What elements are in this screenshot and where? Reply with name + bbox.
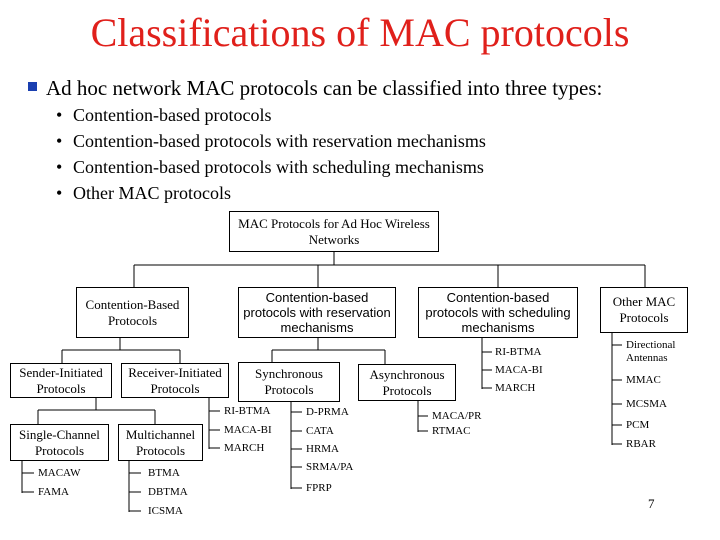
leaf-protocol: PCM bbox=[626, 419, 650, 431]
root-node: MAC Protocols for Ad Hoc Wireless Networ… bbox=[229, 211, 439, 252]
sender-initiated-node: Sender-Initiated Protocols bbox=[10, 363, 112, 398]
bullet-dot-icon: • bbox=[56, 183, 63, 203]
leaf-protocol: BTMA bbox=[148, 467, 180, 479]
scheduling-node: Contention-based protocols with scheduli… bbox=[418, 287, 578, 338]
leaf-protocol: MMAC bbox=[626, 374, 661, 386]
bullet-list: Ad hoc network MAC protocols can be clas… bbox=[28, 76, 708, 206]
leaf-protocol: DBTMA bbox=[148, 486, 188, 498]
bullet-dot-icon: • bbox=[56, 131, 63, 151]
leaf-protocol: MACA/PR bbox=[432, 410, 482, 422]
type-item: •Other MAC protocols bbox=[28, 180, 708, 206]
leaf-protocol: MACA-BI bbox=[224, 424, 272, 436]
synchronous-node: Synchronous Protocols bbox=[238, 362, 340, 402]
leaf-protocol: RBAR bbox=[626, 438, 656, 450]
type-item: •Contention-based protocols bbox=[28, 102, 708, 128]
page-number: 7 bbox=[648, 496, 655, 511]
bullet-dot-icon: • bbox=[56, 157, 63, 177]
intro-text: Ad hoc network MAC protocols can be clas… bbox=[46, 76, 603, 100]
type-item: •Contention-based protocols with schedul… bbox=[28, 154, 708, 180]
leaf-protocol: CATA bbox=[306, 425, 334, 437]
leaf-protocol: MCSMA bbox=[626, 398, 667, 410]
leaf-protocol: HRMA bbox=[306, 443, 340, 455]
bullet-dot-icon: • bbox=[56, 105, 63, 125]
leaf-protocol: MARCH bbox=[495, 382, 536, 394]
leaf-protocol: FAMA bbox=[38, 486, 69, 498]
leaf-protocol: SRMA/PA bbox=[306, 461, 354, 473]
other-node: Other MAC Protocols bbox=[600, 287, 688, 333]
leaf-protocol: MARCH bbox=[224, 442, 265, 454]
leaf-protocol: RI-BTMA bbox=[224, 405, 271, 417]
leaf-protocol: MACAW bbox=[38, 467, 81, 479]
receiver-initiated-node: Receiver-Initiated Protocols bbox=[121, 363, 229, 398]
leaf-protocol: RI-BTMA bbox=[495, 346, 542, 358]
single-channel-node: Single-Channel Protocols bbox=[10, 424, 109, 461]
leaf-protocol: ICSMA bbox=[148, 505, 183, 517]
leaf-protocol: FPRP bbox=[306, 482, 332, 494]
slide-title: Classifications of MAC protocols bbox=[90, 10, 630, 55]
asynchronous-node: Asynchronous Protocols bbox=[358, 364, 456, 401]
leaf-protocol: Directional Antennas bbox=[626, 339, 676, 364]
leaf-protocol: MACA-BI bbox=[495, 364, 543, 376]
leaf-protocol: RTMAC bbox=[432, 425, 471, 437]
multichannel-node: Multichannel Protocols bbox=[118, 424, 203, 461]
type-item: •Contention-based protocols with reserva… bbox=[28, 128, 708, 154]
leaf-protocol: D-PRMA bbox=[306, 406, 349, 418]
square-bullet-icon bbox=[28, 82, 37, 91]
intro-bullet: Ad hoc network MAC protocols can be clas… bbox=[28, 76, 708, 100]
contention-based-node: Contention-Based Protocols bbox=[76, 287, 189, 338]
reservation-node: Contention-based protocols with reservat… bbox=[238, 287, 396, 338]
